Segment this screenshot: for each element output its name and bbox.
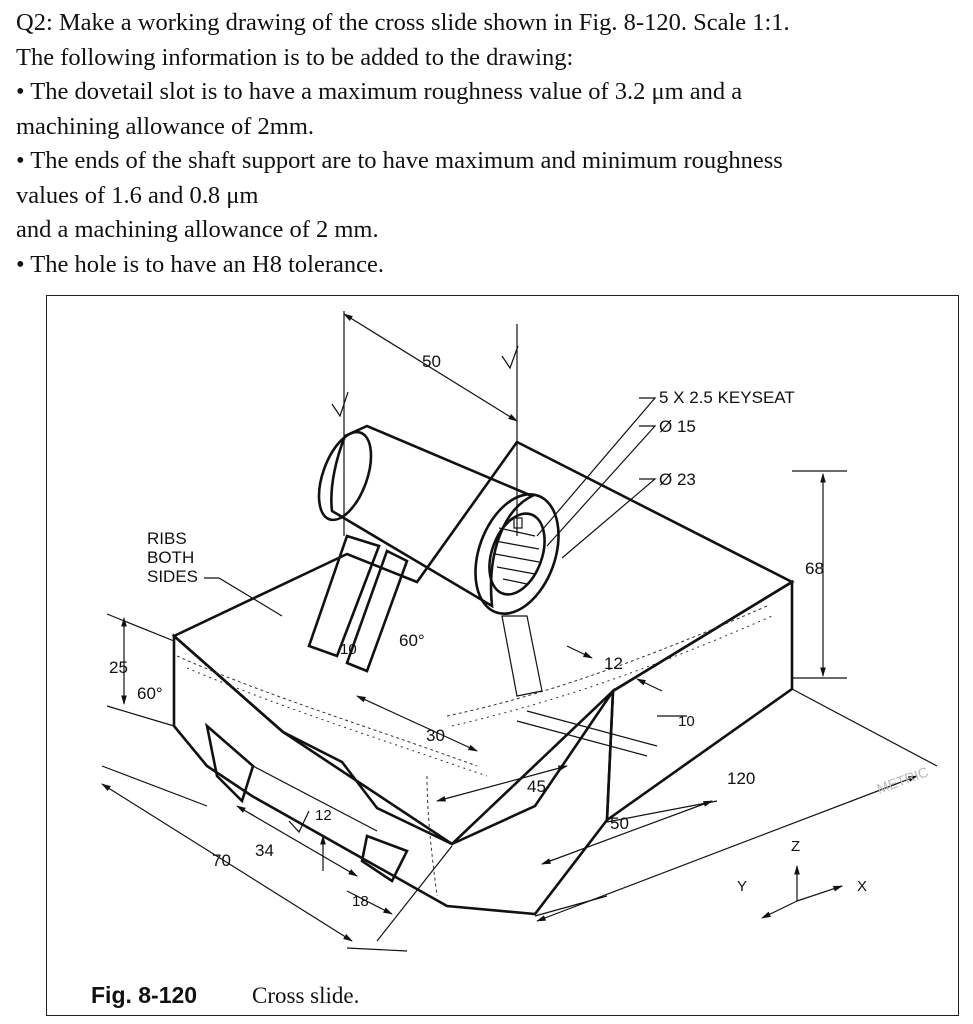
angle-60-rib: 60° — [399, 631, 425, 650]
dim-34: 34 — [255, 841, 274, 860]
fillet-texture — [176, 605, 773, 897]
axis-x-label: X — [857, 878, 867, 895]
dim-45: 45 — [527, 777, 546, 796]
dim-30: 30 — [426, 726, 445, 745]
dim-50-bottom: 50 — [610, 814, 629, 833]
question-line: and a machining allowance of 2 mm. — [16, 216, 379, 243]
dimension-lines — [101, 311, 938, 952]
metric-stamp: METRIC — [875, 763, 931, 796]
question-line: • The dovetail slot is to have a maximum… — [16, 78, 743, 105]
dim-25: 25 — [109, 658, 128, 677]
ribs-label-2: BOTH — [147, 548, 194, 567]
cross-slide-drawing: 50 5 X 2.5 KEYSEAT Ø 15 Ø 23 68 RIBS BOT… — [91, 311, 938, 1008]
question-line: • The ends of the shaft support are to h… — [16, 147, 783, 174]
dim-70: 70 — [212, 851, 231, 870]
keyseat-label: 5 X 2.5 KEYSEAT — [659, 388, 795, 407]
shaft-support — [317, 424, 560, 615]
question-line: Q2: Make a working drawing of the cross … — [16, 9, 790, 36]
dim-12-right: 12 — [604, 654, 623, 673]
angle-60-left: 60° — [137, 684, 163, 703]
ribs-label-1: RIBS — [147, 529, 187, 548]
question-line: machining allowance of 2mm. — [16, 112, 314, 140]
dia-15-label: Ø 15 — [659, 417, 696, 436]
dim-12-slot: 12 — [315, 807, 332, 824]
dim-10-right: 10 — [678, 713, 695, 730]
question-line: values of 1.6 and 0.8 μm — [16, 181, 259, 209]
bore-hatch — [494, 527, 540, 585]
dia-23-label: Ø 23 — [659, 470, 696, 489]
ribs-label-3: SIDES — [147, 567, 198, 586]
figure-number: Fig. 8-120 — [91, 982, 197, 1008]
ribs — [307, 534, 543, 697]
question-text: Q2: Make a working drawing of the cross … — [16, 6, 956, 282]
dim-120: 120 — [727, 769, 755, 788]
question-line: The following information is to be added… — [16, 43, 574, 71]
question-line: • The hole is to have an H8 tolerance. — [16, 250, 385, 278]
axis-z-label: Z — [791, 838, 800, 855]
dim-68: 68 — [805, 559, 824, 578]
axis-triad — [761, 865, 843, 919]
figure-frame: 50 5 X 2.5 KEYSEAT Ø 15 Ø 23 68 RIBS BOT… — [46, 295, 959, 1016]
dim-10-rib: 10 — [340, 641, 357, 658]
dim-18: 18 — [352, 893, 369, 910]
figure-title: Cross slide. — [252, 983, 359, 1008]
dim-50-top: 50 — [422, 352, 441, 371]
axis-y-label: Y — [737, 878, 747, 895]
